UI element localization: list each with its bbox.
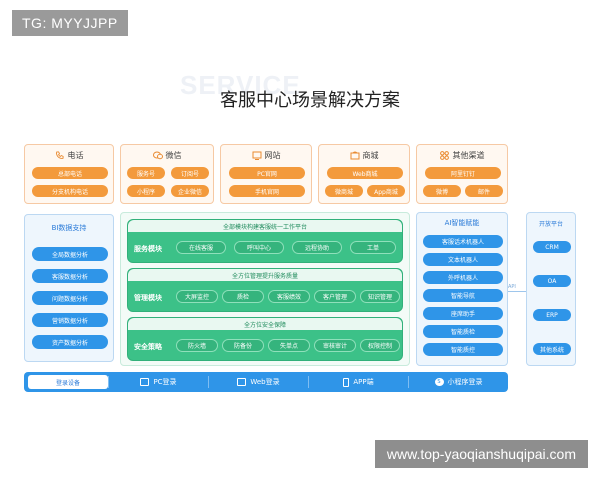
background-word: SERVICE — [180, 70, 301, 100]
browser-icon — [237, 378, 247, 386]
bi-title: BI数据支持 — [51, 224, 87, 232]
ai-title: AI智能赋能 — [444, 219, 480, 227]
channel-title: 商城 — [362, 150, 379, 160]
top-tag: TG: MYYJJPP — [12, 10, 128, 36]
channel-item: 阿里钉钉 — [425, 167, 501, 179]
grid-icon — [440, 150, 450, 160]
channel-item: 微博 — [423, 185, 461, 197]
channel-item: 微商城 — [325, 185, 363, 197]
channel-item: App商城 — [367, 185, 405, 197]
login-label: APP端 — [353, 378, 374, 386]
ai-item: 智能质检 — [423, 325, 503, 338]
ai-item: 座席助手 — [423, 307, 503, 320]
bi-item: 问题数据分析 — [32, 291, 108, 305]
login-label: Web登录 — [250, 378, 280, 386]
channel-item: 订阅号 — [171, 167, 209, 179]
channel-other: 其他渠道 阿里钉钉 微博 邮件 — [416, 144, 508, 204]
bi-item: 营销数据分析 — [32, 313, 108, 327]
ai-item: 智能导航 — [423, 289, 503, 302]
open-platform-panel: 开放平台 CRM OA ERP 其他系统 — [526, 212, 576, 366]
channel-website: 网站 PC官网 手机官网 — [220, 144, 312, 204]
band-item: 防火墙 — [176, 339, 218, 352]
bi-support-panel: BI数据支持 全局数据分析 客服数据分析 问题数据分析 营销数据分析 资产数据分… — [24, 214, 114, 362]
open-item: CRM — [533, 241, 571, 253]
login-app: APP端 — [308, 376, 408, 388]
channel-wechat: 微信 服务号 订阅号 小程序 企业微信 — [120, 144, 214, 204]
channel-item: 小程序 — [127, 185, 165, 197]
band-item: 审核审计 — [314, 339, 356, 352]
login-label: 小程序登录 — [447, 378, 483, 386]
band-item: 防备份 — [222, 339, 264, 352]
bi-item: 客服数据分析 — [32, 269, 108, 283]
open-item: ERP — [533, 309, 571, 321]
security-strategy-band: 全方位安全保障 安全策略 防火墙 防备份 失单点 审核审计 权限控制 — [127, 317, 403, 361]
channel-item: 邮件 — [465, 185, 503, 197]
band-label: 管理模块 — [134, 294, 162, 302]
band-item: 客服绩效 — [268, 290, 310, 303]
website-icon — [252, 150, 262, 160]
band-item: 呼叫中心 — [234, 241, 284, 254]
login-label: PC登录 — [153, 378, 177, 386]
channel-item: Web商城 — [327, 167, 403, 179]
ai-enablement-panel: AI智能赋能 客服话术机器人 文本机器人 外呼机器人 智能导航 座席助手 智能质… — [416, 212, 508, 366]
management-module-band: 全方位管理提升服务质量 管理模块 大屏监控 质检 客服绩效 客户管理 知识管理 — [127, 268, 403, 312]
channel-phone: 电话 总部电话 分支机构电话 — [24, 144, 114, 204]
ai-item: 客服话术机器人 — [423, 235, 503, 248]
open-item: 其他系统 — [533, 343, 571, 355]
service-module-band: 全部模块构建客服统一工作平台 服务模块 在线客服 呼叫中心 远程协助 工单 — [127, 219, 403, 263]
open-title: 开放平台 — [538, 220, 563, 228]
center-platform: 全部模块构建客服统一工作平台 服务模块 在线客服 呼叫中心 远程协助 工单 全方… — [120, 212, 410, 366]
channel-title: 电话 — [67, 150, 84, 160]
band-item: 在线客服 — [176, 241, 226, 254]
api-connector — [508, 291, 526, 292]
channel-item: 手机官网 — [229, 185, 305, 197]
band-label: 服务模块 — [134, 245, 162, 253]
bi-item: 全局数据分析 — [32, 247, 108, 261]
phone-icon — [55, 150, 65, 160]
band-item: 远程协助 — [292, 241, 342, 254]
channel-item: 分支机构电话 — [32, 185, 108, 197]
channel-item: 服务号 — [127, 167, 165, 179]
band-item: 工单 — [350, 241, 396, 254]
ai-item: 文本机器人 — [423, 253, 503, 266]
channel-title: 微信 — [165, 150, 182, 160]
channel-title: 其他渠道 — [452, 150, 485, 160]
ai-item: 外呼机器人 — [423, 271, 503, 284]
band-item: 失单点 — [268, 339, 310, 352]
bi-item: 资产数据分析 — [32, 335, 108, 349]
page-title: 客服中心场景解决方案 — [220, 90, 400, 111]
channel-title: 网站 — [264, 150, 281, 160]
band-header: 全方位管理提升服务质量 — [128, 269, 402, 281]
channel-mall: 商城 Web商城 微商城 App商城 — [318, 144, 410, 204]
channel-item: PC官网 — [229, 167, 305, 179]
monitor-icon — [140, 378, 150, 386]
login-web: Web登录 — [208, 376, 308, 388]
band-item: 大屏监控 — [176, 290, 218, 303]
band-item: 客户管理 — [314, 290, 356, 303]
ai-item: 智能质控 — [423, 343, 503, 356]
wechat-icon — [152, 150, 163, 160]
watermark: www.top-yaoqianshuqipai.com — [374, 440, 588, 468]
band-item: 权限控制 — [360, 339, 400, 352]
miniprogram-icon: S — [434, 378, 444, 386]
channel-item: 总部电话 — [32, 167, 108, 179]
channel-item: 企业微信 — [171, 185, 209, 197]
phone-app-icon — [343, 377, 350, 387]
api-label: API — [508, 284, 516, 290]
band-label: 安全策略 — [134, 343, 162, 351]
band-item: 质检 — [222, 290, 264, 303]
login-pc: PC登录 — [108, 376, 208, 388]
band-item: 知识管理 — [360, 290, 400, 303]
band-header: 全部模块构建客服统一工作平台 — [128, 220, 402, 232]
login-device-label: 登录设备 — [28, 375, 108, 389]
open-item: OA — [533, 275, 571, 287]
mall-icon — [350, 150, 360, 160]
band-header: 全方位安全保障 — [128, 318, 402, 330]
